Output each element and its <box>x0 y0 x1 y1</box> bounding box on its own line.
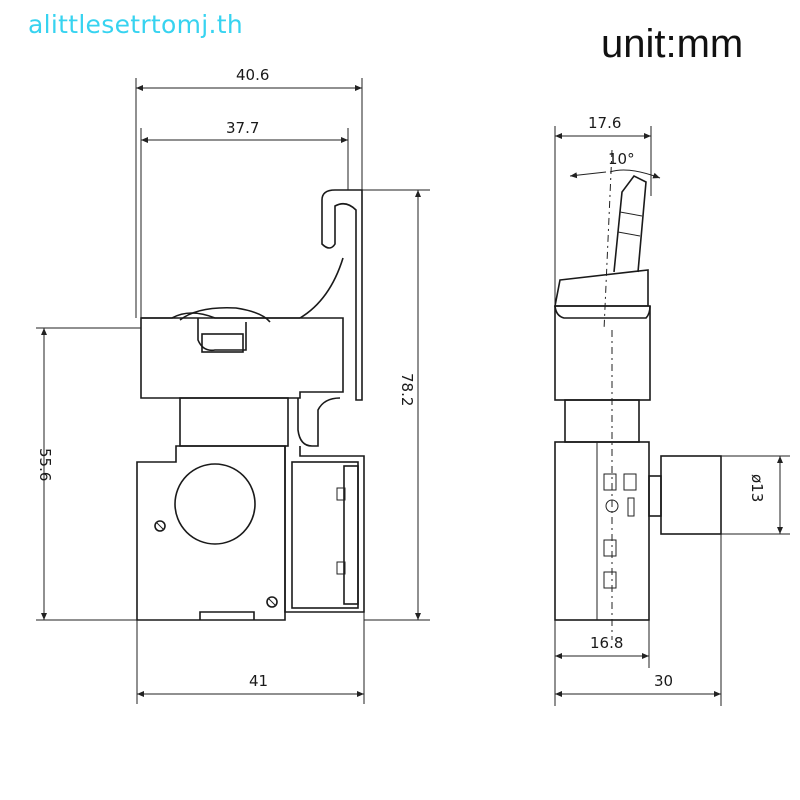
dim-label-shaft-diameter: ø13 <box>748 474 766 502</box>
side-view: 17.6 10° ø13 <box>554 114 790 706</box>
watermark-text: alittlesetrtomj.th <box>28 10 244 39</box>
dim-label-side-depth: 30 <box>654 672 673 690</box>
dim-label-side-width-bottom: 16.8 <box>590 634 623 652</box>
dim-label-angle: 10° <box>608 150 635 168</box>
front-view: 40.6 37.7 55. <box>36 66 430 704</box>
unit-label: unit:mm <box>601 22 744 66</box>
dim-label-side-width-top: 17.6 <box>588 114 621 132</box>
dim-label-total-height: 78.2 <box>398 373 416 406</box>
dim-label-top-width: 40.6 <box>236 66 269 84</box>
dim-label-bottom-width: 41 <box>249 672 268 690</box>
dim-label-left-height: 55.6 <box>36 448 54 481</box>
dim-label-inner-width: 37.7 <box>226 119 259 137</box>
